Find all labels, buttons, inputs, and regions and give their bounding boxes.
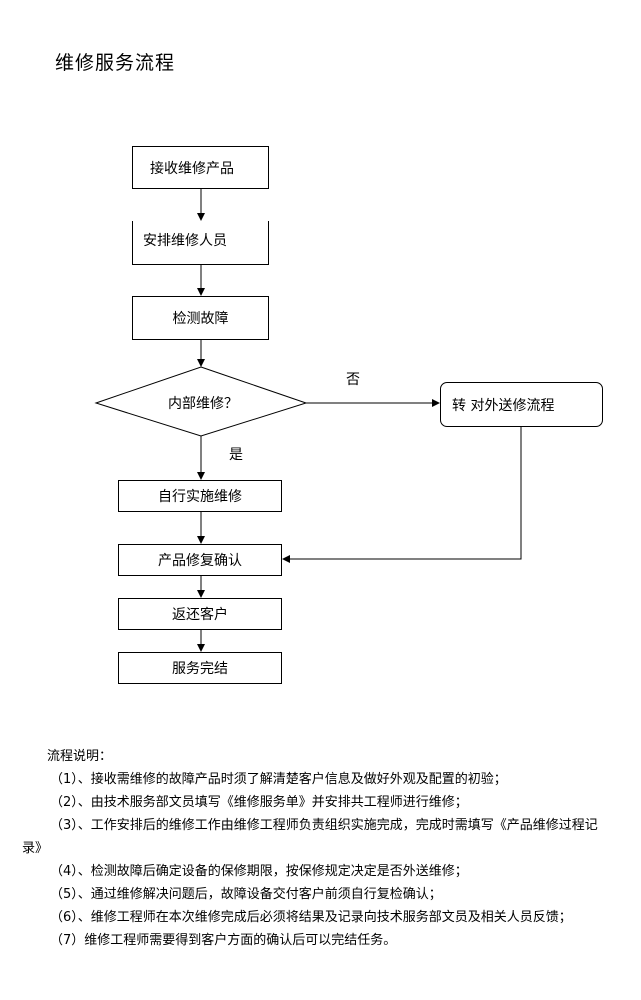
step-receive-product: 接收维修产品 bbox=[132, 146, 269, 189]
decision-label: 内部维修？ bbox=[168, 396, 238, 412]
note-item-2: （2）、由技术服务部文员填写《维修服务单》并安排共工程师进行维修； bbox=[50, 795, 468, 810]
yes-branch-label: 是 bbox=[229, 447, 243, 463]
step-detect-fault: 检测故障 bbox=[132, 296, 269, 340]
arrow-outsource-to-confirm bbox=[282, 425, 522, 563]
step-self-repair: 自行实施维修 bbox=[118, 480, 282, 512]
page-title: 维修服务流程 bbox=[55, 52, 176, 74]
note-item-1: （1）、接收需维修的故障产品时须了解清楚客户信息及做好外观及配置的初验； bbox=[50, 772, 507, 787]
note-item-6: （6）、维修工程师在本次维修完成后必须将结果及记录向技术服务部文员及相关人员反馈… bbox=[50, 910, 572, 925]
step-assign-staff: 安排维修人员 bbox=[132, 221, 269, 265]
process-notes: 流程说明： （1）、接收需维修的故障产品时须了解清楚客户信息及做好外观及配置的初… bbox=[22, 745, 607, 952]
step-return-customer: 返还客户 bbox=[118, 598, 282, 630]
note-item-7: （7）维修工程师需要得到客户方面的确认后可以完结任务。 bbox=[50, 933, 397, 948]
note-item-3: （3）、工作安排后的维修工作由维修工程师负责组织实施完成，完成时需填写《产品维修… bbox=[22, 818, 598, 856]
step-outsource-repair: 转 对外送修流程 bbox=[440, 382, 603, 427]
note-item-5: （5）、通过维修解决问题后，故障设备交付客户前须自行复检确认； bbox=[50, 887, 442, 902]
note-item-4: （4）、检测故障后确定设备的保修期限，按保修规定决定是否外送维修； bbox=[50, 864, 468, 879]
notes-heading: 流程说明： bbox=[47, 749, 113, 764]
no-branch-label: 否 bbox=[346, 372, 360, 388]
step-service-finished: 服务完结 bbox=[118, 652, 282, 684]
step-confirm-repair: 产品修复确认 bbox=[118, 544, 282, 576]
